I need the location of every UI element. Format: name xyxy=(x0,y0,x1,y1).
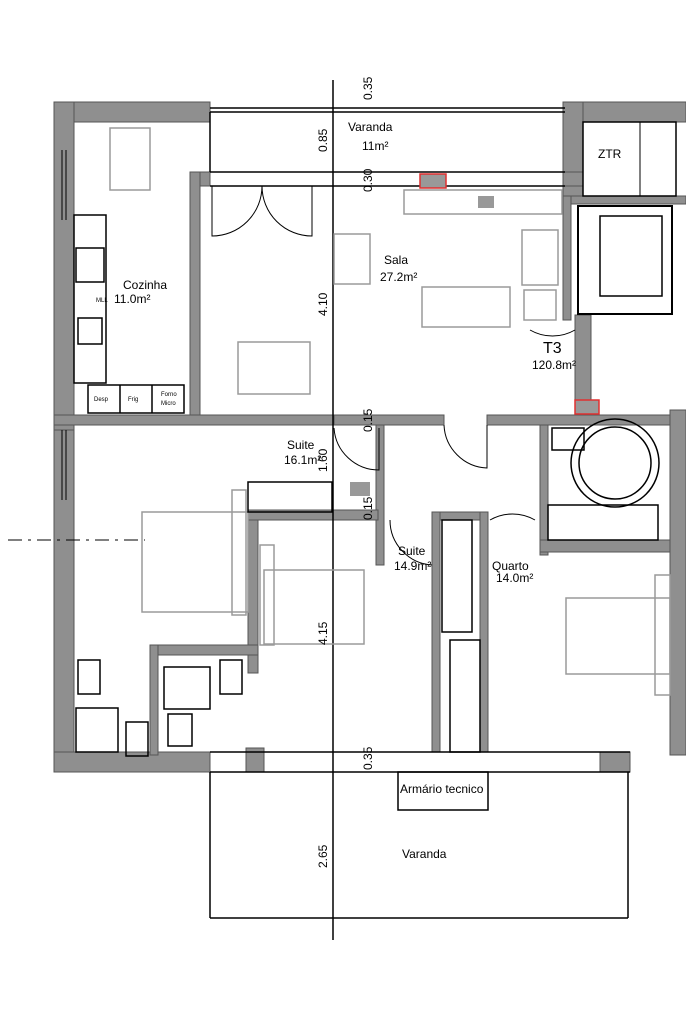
label-desp: Desp xyxy=(94,397,109,403)
outline-lines xyxy=(8,80,677,940)
label-forno: Forno xyxy=(161,392,177,398)
label-frig: Frig xyxy=(128,397,138,403)
label-micro: Micro xyxy=(161,401,176,407)
label-armario-tecnico: Armário tecnico xyxy=(400,782,484,796)
label-ztr: ZTR xyxy=(598,147,622,161)
label-t3: T3 xyxy=(543,340,562,357)
label-mll: MLL xyxy=(96,298,108,304)
area-sala: 27.2m² xyxy=(380,270,417,284)
label-varanda-bottom: Varanda xyxy=(402,847,447,861)
label-sala: Sala xyxy=(384,253,408,267)
area-quarto: 14.0m² xyxy=(496,571,533,585)
area-suite-2: 14.9m² xyxy=(394,559,431,573)
dim-0-15-a: 0.15 xyxy=(361,408,375,432)
label-cozinha: Cozinha xyxy=(123,278,167,292)
area-varanda-top: 11m² xyxy=(362,139,388,153)
dim-0-35-top: 0.35 xyxy=(361,76,375,100)
dim-0-35-bottom: 0.35 xyxy=(361,746,375,770)
label-varanda-top: Varanda xyxy=(348,120,393,134)
dim-0-85: 0.85 xyxy=(316,128,330,152)
area-suite-1: 16.1m² xyxy=(284,453,321,467)
area-t3: 120.8m² xyxy=(532,358,576,372)
area-cozinha: 11.0m² xyxy=(114,292,150,306)
dim-4-10: 4.10 xyxy=(316,292,330,316)
dim-1-60: 1.60 xyxy=(316,448,330,472)
walls xyxy=(53,101,686,773)
label-quarto: Quarto xyxy=(492,559,529,573)
dimensions: 0.35 0.85 0.30 4.10 0.15 1.60 0.15 4.15 … xyxy=(316,76,375,868)
label-suite-2: Suite xyxy=(398,544,426,558)
dim-0-15-b: 0.15 xyxy=(361,496,375,520)
room-labels: Varanda 11m² ZTR Cozinha 11.0m² MLL Desp… xyxy=(94,120,622,861)
dim-4-15: 4.15 xyxy=(316,621,330,645)
dim-2-65: 2.65 xyxy=(316,844,330,868)
doors xyxy=(211,185,660,566)
furniture xyxy=(73,127,671,757)
label-suite-1: Suite xyxy=(287,438,315,452)
dim-0-30: 0.30 xyxy=(361,168,375,192)
